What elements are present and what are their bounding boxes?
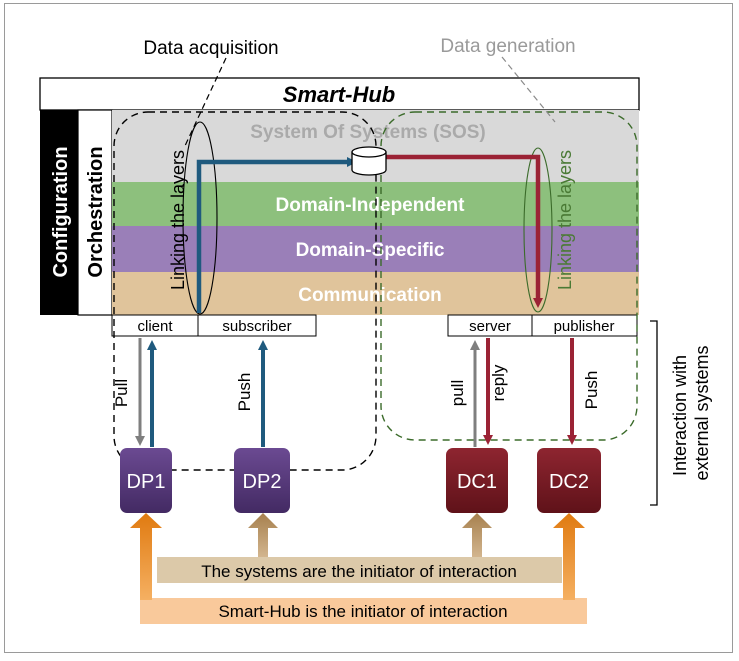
systems-initiator-arrow-dc1 — [462, 513, 492, 557]
orchestration-label: Orchestration — [85, 146, 107, 277]
dp2-label: DP2 — [243, 471, 282, 493]
hub-initiator-arrow-dc2 — [553, 513, 585, 600]
configuration-bar — [40, 110, 78, 315]
client-label: client — [137, 318, 173, 335]
sos-label: System Of Systems (SOS) — [250, 122, 485, 143]
external-interaction-bracket — [650, 320, 658, 506]
acquisition-leader — [183, 57, 227, 149]
generation-leader — [501, 56, 556, 123]
linking-label-left: Linking the layers — [168, 150, 188, 290]
push-label-left: Push — [235, 373, 254, 412]
pull-label-left: Pull — [112, 379, 131, 407]
orchestration-bar — [77, 109, 113, 316]
domain-specific-label: Domain-Specific — [296, 240, 445, 261]
generation-flow-arrow — [386, 154, 543, 308]
systems-initiator-label: The systems are the initiator of interac… — [201, 562, 517, 581]
data-generation-title: Data generation — [440, 36, 575, 57]
subscriber-label: subscriber — [222, 318, 291, 335]
systems-initiator-arrow-dp2 — [248, 513, 278, 557]
communication-label: Communication — [298, 285, 442, 306]
pull-label-right: pull — [448, 380, 467, 406]
smart-hub-title: Smart-Hub — [283, 82, 395, 107]
reply-label: reply — [489, 364, 508, 401]
diagram-frame — [4, 3, 733, 653]
linking-label-right: Linking the layers — [555, 150, 575, 290]
configuration-label: Configuration — [50, 146, 72, 277]
hub-initiator-label: Smart-Hub is the initiator of interactio… — [218, 602, 507, 621]
dp1-box — [120, 448, 172, 513]
push-label-right: Push — [582, 371, 601, 410]
hub-initiator-band — [140, 598, 587, 624]
dc1-label: DC1 — [457, 471, 497, 493]
acquisition-flow-arrow — [196, 157, 357, 313]
publisher-label: publisher — [554, 318, 615, 335]
server-label: server — [469, 318, 511, 335]
domain-independent-label: Domain-Independent — [276, 195, 466, 216]
data-generation-region — [380, 111, 638, 441]
interaction-external-label: Interaction with external systems — [670, 345, 712, 480]
hub-initiator-arrow-dp1 — [130, 513, 162, 600]
dp1-label: DP1 — [127, 471, 166, 493]
dc2-box — [537, 448, 601, 513]
linking-ellipse-right — [523, 147, 553, 313]
database-icon — [351, 146, 387, 176]
systems-initiator-band — [157, 557, 562, 583]
dp2-box — [234, 448, 290, 513]
dc1-box — [446, 448, 508, 513]
linking-ellipse-left — [182, 121, 218, 315]
subscriber-box — [197, 314, 317, 337]
data-acquisition-title: Data acquisition — [143, 38, 278, 59]
dc2-label: DC2 — [549, 471, 589, 493]
